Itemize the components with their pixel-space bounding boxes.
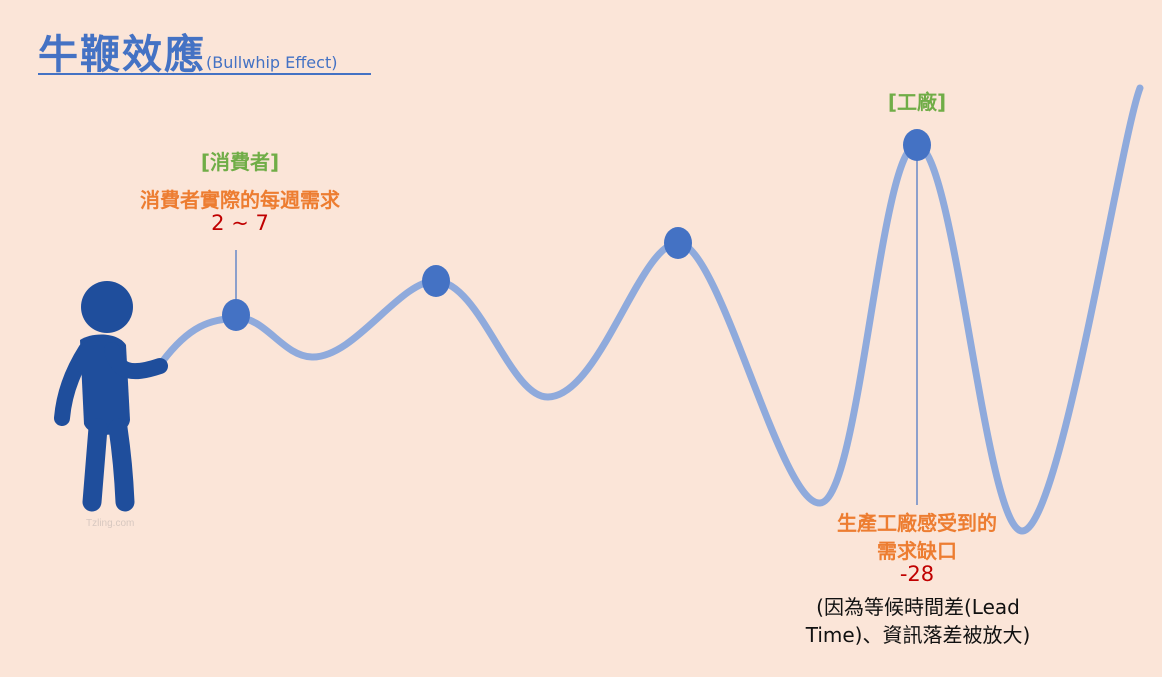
factory-description-line1: 生產工廠感受到的 (837, 511, 997, 535)
consumer-description: 消費者實際的每週需求 (140, 188, 340, 212)
person-head (81, 281, 133, 333)
title-main: 牛鞭效應 (38, 32, 206, 78)
page-title: 牛鞭效應(Bullwhip Effect) (38, 22, 337, 80)
distributor-node (664, 227, 692, 259)
whip-wave (158, 84, 1144, 535)
person-right-leg (108, 418, 135, 512)
factory-note-line2: Time)、資訊落差被放大) (805, 623, 1031, 647)
consumer-node (222, 299, 250, 331)
factory-tag: [工廠] (887, 90, 947, 114)
title-sub: (Bullwhip Effect) (206, 53, 338, 72)
person-figure (54, 281, 168, 512)
consumer-value: 2 ~ 7 (211, 211, 269, 235)
factory-value: -28 (899, 562, 935, 586)
person-back-arm (54, 342, 94, 426)
factory-node (903, 129, 931, 161)
factory-description-line2: 需求缺口 (877, 539, 957, 563)
retailer-node (422, 265, 450, 297)
person-left-leg (82, 418, 108, 512)
watermark: Tzling.com (86, 518, 135, 529)
person-front-arm (104, 342, 168, 380)
factory-note-line1: (因為等候時間差(Lead (816, 595, 1020, 619)
title-underline (38, 73, 371, 75)
consumer-tag: [消費者] (200, 150, 280, 174)
